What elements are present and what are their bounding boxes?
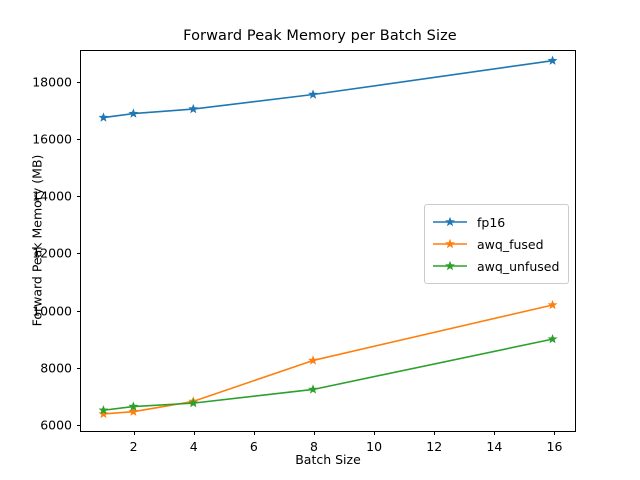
y-axis-tick-label: 6000 (40, 417, 72, 433)
y-axis-tick-label: 14000 (32, 188, 72, 204)
x-axis-tick (494, 431, 496, 435)
data-point-marker (547, 55, 558, 65)
y-axis-tick-label: 12000 (32, 245, 72, 261)
plot-area: 6000 8000 10000 12000 14000 16000 18000 2 4 6 8 10 1… (32, 50, 576, 454)
legend-line-sample (433, 260, 467, 271)
y-axis-tick-label: 18000 (32, 74, 72, 90)
x-axis-tick (253, 431, 255, 435)
x-axis-tick-label: 14 (486, 439, 503, 454)
x-axis-label: Batch Size (295, 452, 361, 467)
legend-item-fp16[interactable]: fp16 (432, 211, 559, 233)
y-axis-tick (77, 310, 81, 312)
y-axis-tick-label: 16000 (32, 131, 72, 147)
y-axis-label: Forward Peak Memory (MB) (29, 154, 45, 327)
x-axis-tick-label: 10 (366, 439, 383, 454)
y-axis-tick (77, 196, 81, 198)
legend-label: awq_unfused (477, 258, 560, 274)
legend-item-awq_fused[interactable]: awq_fused (432, 233, 559, 255)
data-point-marker (128, 406, 139, 416)
chart-title: Forward Peak Memory per Batch Size (183, 28, 457, 44)
x-axis-tick (313, 431, 315, 435)
x-axis-tick-label: 2 (129, 439, 138, 454)
y-axis-tick (77, 424, 81, 426)
y-axis-tick (77, 81, 81, 83)
y-axis-tick-label: 10000 (32, 303, 72, 319)
x-axis-tick-label: 16 (546, 439, 563, 454)
series-line (102, 59, 554, 119)
series-awq_unfused (98, 333, 558, 415)
y-axis-tick-label: 8000 (40, 360, 72, 376)
legend-line-sample (433, 238, 467, 249)
x-axis-tick (554, 431, 556, 435)
plot-lines (98, 55, 558, 419)
x-axis-tick-label: 8 (309, 439, 318, 454)
x-axis-tick-label: 4 (189, 439, 198, 454)
y-axis-tick (77, 367, 81, 369)
data-point-marker (547, 299, 558, 310)
series-fp16 (98, 55, 558, 122)
data-point-marker (308, 355, 318, 365)
data-point-marker (98, 408, 109, 419)
y-axis-tick (77, 253, 81, 255)
legend-label: awq_fused (477, 236, 544, 252)
x-axis-tick (133, 431, 135, 435)
data-point-marker (188, 103, 199, 114)
chart-legend: fp16 awq_fused awq_unfused (424, 204, 570, 284)
data-point-marker (128, 108, 139, 118)
data-point-marker (308, 89, 318, 99)
data-point-marker (98, 405, 109, 415)
data-point-marker (308, 384, 318, 394)
x-axis-tick (193, 431, 195, 435)
series-awq_fused (98, 299, 558, 419)
legend-line-sample (433, 216, 467, 227)
series-line (102, 304, 554, 415)
y-axis-tick (77, 139, 81, 141)
data-point-marker (128, 401, 139, 411)
data-point-marker (188, 397, 199, 408)
series-line (102, 338, 554, 412)
x-axis-tick (434, 431, 436, 435)
legend-item-awq_unfused[interactable]: awq_unfused (432, 255, 559, 277)
x-axis-tick (374, 431, 376, 435)
data-point-marker (98, 112, 109, 122)
legend-label: fp16 (477, 214, 506, 230)
x-axis-tick-label: 12 (426, 439, 443, 454)
x-axis-tick-label: 6 (249, 439, 258, 454)
data-point-marker (547, 333, 558, 344)
